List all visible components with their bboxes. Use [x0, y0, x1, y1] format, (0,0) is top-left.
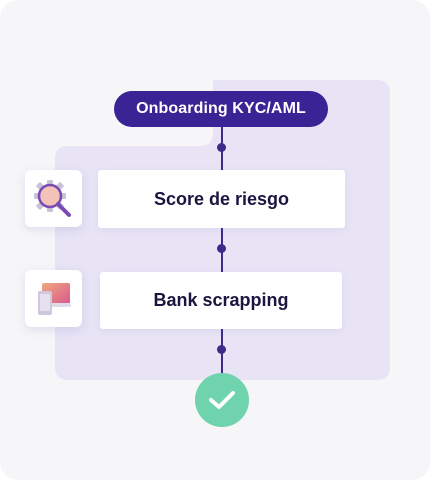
check-icon — [209, 391, 235, 409]
step-risk-score: Score de riesgo — [98, 170, 345, 228]
step-icon-tile — [25, 170, 82, 227]
connector-dot — [217, 345, 226, 354]
bank-scrapping-device-icon — [37, 282, 71, 315]
step-label: Score de riesgo — [153, 188, 290, 209]
step-bank-scrapping: Bank scrapping — [100, 272, 342, 329]
connector-dot — [217, 143, 226, 152]
connector-dot — [217, 244, 226, 253]
flow-title: Onboarding KYC/AML — [136, 100, 306, 117]
flow-title-pill: Onboarding KYC/AML — [114, 91, 328, 127]
risk-score-magnifier-icon — [33, 179, 71, 217]
step-label: Bank scrapping — [153, 290, 289, 310]
step-icon-tile — [25, 270, 82, 327]
flow-complete-badge — [195, 373, 249, 427]
